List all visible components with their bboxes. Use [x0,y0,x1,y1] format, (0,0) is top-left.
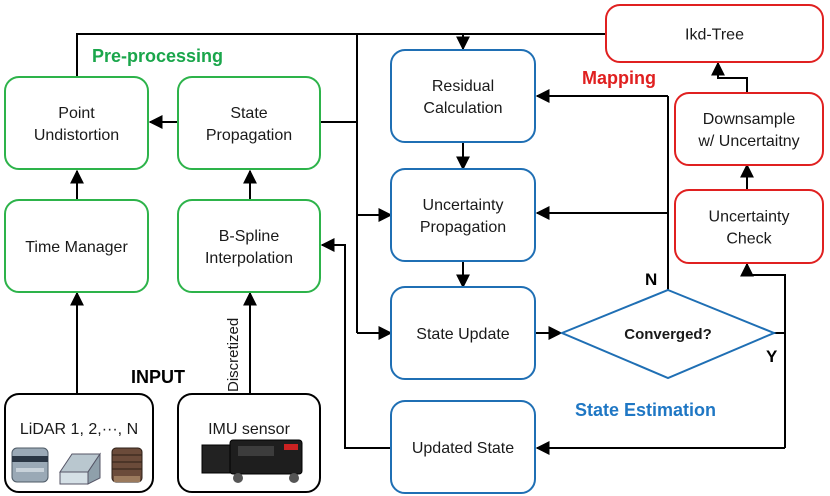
node-ikd-tree-box [605,4,824,63]
lidar-images [11,447,143,485]
lidar-sensor-image-2 [59,452,101,485]
node-bspline-interpolation-label-line-2: Interpolation [205,250,293,267]
node-uncertainty-check-label-line-2: Check [726,231,772,248]
node-residual-calculation-label-line-2: Calculation [423,100,502,117]
node-uncertainty-propagation-label-line-1: Uncertainty [423,197,504,214]
node-converged-label-line-1: Converged? [624,326,712,343]
node-residual-calculation-box [390,49,536,143]
node-point-undistortion-label-line-1: Point [58,105,95,122]
node-ikd-tree-label-line-1: Ikd-Tree [685,27,744,44]
node-downsample-box [674,92,824,166]
node-uncertainty-propagation-box [390,168,536,262]
node-converged-diamond [559,288,777,380]
node-time-manager: Time Manager [4,199,149,293]
edges [70,33,786,455]
node-state-update: State Update [390,286,536,380]
section-title-preprocessing: Pre-processing [92,46,223,66]
node-state-propagation-label-line-1: State [230,105,267,122]
node-time-manager-label-line-1: Time Manager [25,239,128,256]
node-imu-sensor-label-line-1: IMU sensor [208,421,290,438]
node-time-manager-box [4,199,149,293]
edge-updated-to-bspline [320,238,391,449]
node-bspline-interpolation-label-line-1: B-Spline [219,228,280,245]
edge-label-no: N [645,270,657,289]
node-state-propagation-box [177,76,321,170]
node-converged: Converged? [559,288,777,380]
section-title-mapping: Mapping [582,68,656,88]
node-updated-state: Updated State [390,400,536,494]
node-downsample-label-line-2: w/ Uncertaitny [697,133,799,150]
section-title-input: INPUT [131,367,185,387]
node-updated-state-box [390,400,536,494]
node-state-update-label-line-1: State Update [416,326,510,343]
node-downsample: Downsample w/ Uncertaitny [674,92,824,166]
node-point-undistortion-label-line-2: Undistortion [34,127,119,144]
lidar-sensor-image-3 [111,447,143,483]
edge-yes-to-uncheck [740,262,786,333]
lidar-sensor-image-1 [11,447,49,483]
edge-label-discretized: Discretized [225,318,242,392]
node-bspline-interpolation-box [177,199,321,293]
node-point-undistortion-box [4,76,149,170]
node-updated-state-label-line-1: Updated State [412,440,514,457]
edge-downsample-to-ikd [711,61,748,93]
node-state-update-box [390,286,536,380]
node-ikd-tree: Ikd-Tree [605,4,824,63]
node-residual-calculation-label-line-1: Residual [432,78,494,95]
node-uncertainty-check-box [674,189,824,264]
node-state-propagation-label-line-2: Propagation [206,127,292,144]
section-title-state-estimation: State Estimation [575,400,716,420]
edge-undistortion-top-bus [76,33,606,77]
edge-label-yes: Y [766,347,778,366]
imu-sensor-image [201,439,303,483]
node-uncertainty-check-label-line-1: Uncertainty [709,209,790,226]
node-lidar-label-line-1: LiDAR 1, 2,···, N [20,421,138,438]
node-downsample-label-line-1: Downsample [703,111,796,128]
node-uncertainty-propagation-label-line-2: Propagation [420,219,506,236]
